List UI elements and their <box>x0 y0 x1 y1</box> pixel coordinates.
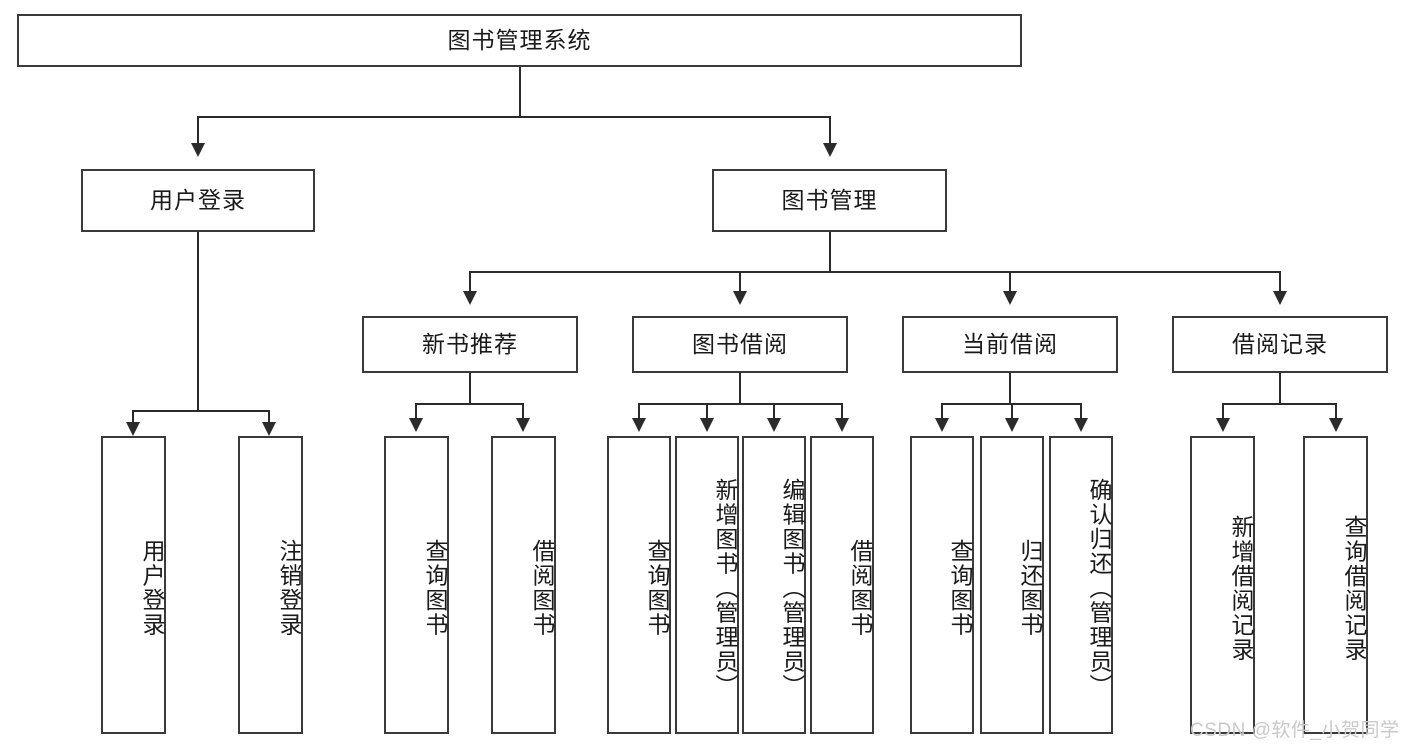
arrow-root-to-user-login <box>191 143 205 157</box>
arrow-bm-to-book-borrow <box>733 291 747 305</box>
edge-cb-stem <box>1009 373 1011 404</box>
edge-user-login-drop-2 <box>268 410 270 425</box>
arrow-bm-to-new-book <box>463 291 477 305</box>
edge-cb-drop-1 <box>941 403 943 419</box>
leaf-current-borrow-1[interactable]: 查询图书 <box>910 436 974 734</box>
arrow-bb-leaf-2 <box>700 418 714 432</box>
arrow-bb-leaf-1 <box>632 418 646 432</box>
edge-cb-drop-2 <box>1011 403 1013 419</box>
leaf-book-borrow-1[interactable]: 查询图书 <box>607 436 671 734</box>
leaf-current-borrow-2[interactable]: 归还图书 <box>980 436 1044 734</box>
arrow-bm-to-borrow-record <box>1273 291 1287 305</box>
edge-book-manage-stem <box>829 232 831 272</box>
edge-book-manage-bus <box>469 271 1281 273</box>
node-user-login[interactable]: 用户登录 <box>81 169 315 232</box>
arrow-user-login-leaf-2 <box>262 422 276 436</box>
edge-nbr-bus <box>415 403 524 405</box>
leaf-user-login-1[interactable]: 用户登录 <box>101 436 166 734</box>
leaf-current-borrow-3[interactable]: 确认归还（管理员） <box>1049 436 1113 734</box>
arrow-user-login-leaf-1 <box>126 422 140 436</box>
leaf-new-book-recommend-1[interactable]: 查询图书 <box>384 436 449 734</box>
edge-nbr-drop-1 <box>415 403 417 419</box>
leaf-book-borrow-3[interactable]: 编辑图书（管理员） <box>742 436 806 734</box>
edge-bb-drop-4 <box>841 403 843 419</box>
edge-root-stem <box>519 67 521 117</box>
edge-user-login-bus <box>132 410 269 412</box>
arrow-nbr-leaf-1 <box>409 418 423 432</box>
edge-bm-drop-current-borrow <box>1009 271 1011 293</box>
node-current-borrow[interactable]: 当前借阅 <box>902 316 1118 373</box>
edge-bb-drop-2 <box>706 403 708 419</box>
node-root-system[interactable]: 图书管理系统 <box>17 14 1022 67</box>
edge-bm-drop-book-borrow <box>739 271 741 293</box>
node-new-book-recommend[interactable]: 新书推荐 <box>362 316 578 373</box>
edge-bb-stem <box>739 373 741 404</box>
edge-bb-drop-1 <box>638 403 640 419</box>
leaf-borrow-record-1[interactable]: 新增借阅记录 <box>1190 436 1255 734</box>
edge-nbr-stem <box>469 373 471 404</box>
arrow-br-leaf-2 <box>1329 418 1343 432</box>
arrow-bb-leaf-4 <box>835 418 849 432</box>
edge-br-bus <box>1222 403 1337 405</box>
edge-user-login-drop-1 <box>132 410 134 425</box>
leaf-new-book-recommend-2[interactable]: 借阅图书 <box>491 436 556 734</box>
node-book-management[interactable]: 图书管理 <box>712 169 947 232</box>
watermark-csdn: CSDN @软件_小贺同学 <box>1190 720 1400 741</box>
edge-user-login-stem <box>197 232 199 412</box>
node-borrow-record[interactable]: 借阅记录 <box>1172 316 1388 373</box>
arrow-cb-leaf-1 <box>935 418 949 432</box>
edge-bb-bus <box>638 403 843 405</box>
arrow-cb-leaf-2 <box>1005 418 1019 432</box>
edge-root-to-book-manage <box>829 116 831 144</box>
node-book-borrow[interactable]: 图书借阅 <box>632 316 848 373</box>
edge-cb-drop-3 <box>1080 403 1082 419</box>
edge-br-drop-2 <box>1335 403 1337 419</box>
arrow-cb-leaf-3 <box>1074 418 1088 432</box>
arrow-nbr-leaf-2 <box>516 418 530 432</box>
arrow-br-leaf-1 <box>1216 418 1230 432</box>
leaf-book-borrow-4[interactable]: 借阅图书 <box>810 436 874 734</box>
edge-bb-drop-3 <box>773 403 775 419</box>
edge-bm-drop-borrow-record <box>1279 271 1281 293</box>
leaf-book-borrow-2[interactable]: 新增图书（管理员） <box>675 436 739 734</box>
edge-br-drop-1 <box>1222 403 1224 419</box>
leaf-user-login-2[interactable]: 注销登录 <box>238 436 303 734</box>
edge-root-bus <box>197 116 831 118</box>
edge-br-stem <box>1279 373 1281 404</box>
edge-root-to-user-login <box>197 116 199 144</box>
arrow-bm-to-current-borrow <box>1003 291 1017 305</box>
arrow-root-to-book-manage <box>823 143 837 157</box>
edge-nbr-drop-2 <box>522 403 524 419</box>
arrow-bb-leaf-3 <box>767 418 781 432</box>
edge-bm-drop-new-book <box>469 271 471 293</box>
leaf-borrow-record-2[interactable]: 查询借阅记录 <box>1303 436 1368 734</box>
